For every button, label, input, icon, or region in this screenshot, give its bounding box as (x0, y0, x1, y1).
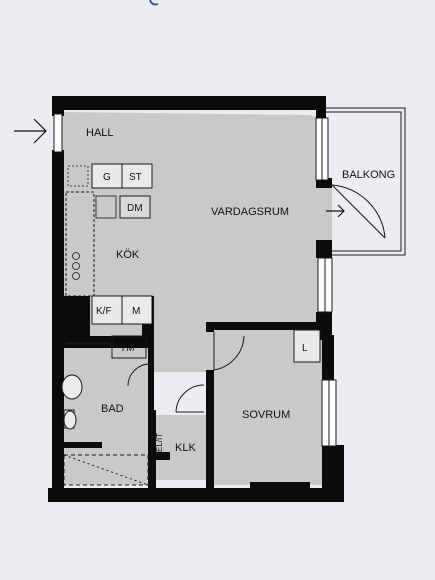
fixture-label-m: M (132, 306, 140, 317)
fixture-label-tm: TM (120, 343, 134, 354)
fixture-label-elit: EL/IT (155, 433, 164, 452)
room-label-sovrum: SOVRUM (242, 409, 290, 421)
klk-floor (152, 415, 207, 480)
balkong-gap (316, 185, 332, 240)
header-fragment (149, 0, 159, 6)
fixture-label-l: L (302, 343, 308, 354)
fixture-label-kf: K/F (96, 306, 112, 317)
room-label-vardagsrum: VARDAGSRUM (211, 206, 289, 218)
bad-floor (62, 345, 147, 485)
windows (53, 113, 337, 447)
tm-cabinet (65, 335, 147, 359)
fixture-label-dm: DM (127, 203, 143, 214)
bathroom-fixtures (61, 374, 149, 486)
room-label-klk: KLK (175, 442, 196, 454)
door-swings (127, 332, 245, 413)
l-cabinet (293, 329, 321, 363)
walls (48, 96, 344, 502)
kitchen-cabinets (65, 163, 153, 325)
kitchen-details (67, 165, 117, 280)
room-label-hall: HALL (86, 127, 114, 139)
room-label-balkong: BALKONG (342, 169, 395, 181)
entry-arrow (14, 118, 47, 144)
fixture-label-st: ST (129, 172, 142, 183)
room-label-kok: KÖK (116, 249, 140, 261)
balkong-outline (322, 107, 406, 256)
balkong-arrow (326, 204, 345, 218)
fixture-label-g: G (103, 172, 111, 183)
balkong-door (331, 184, 386, 239)
room-label-bad: BAD (101, 403, 124, 415)
